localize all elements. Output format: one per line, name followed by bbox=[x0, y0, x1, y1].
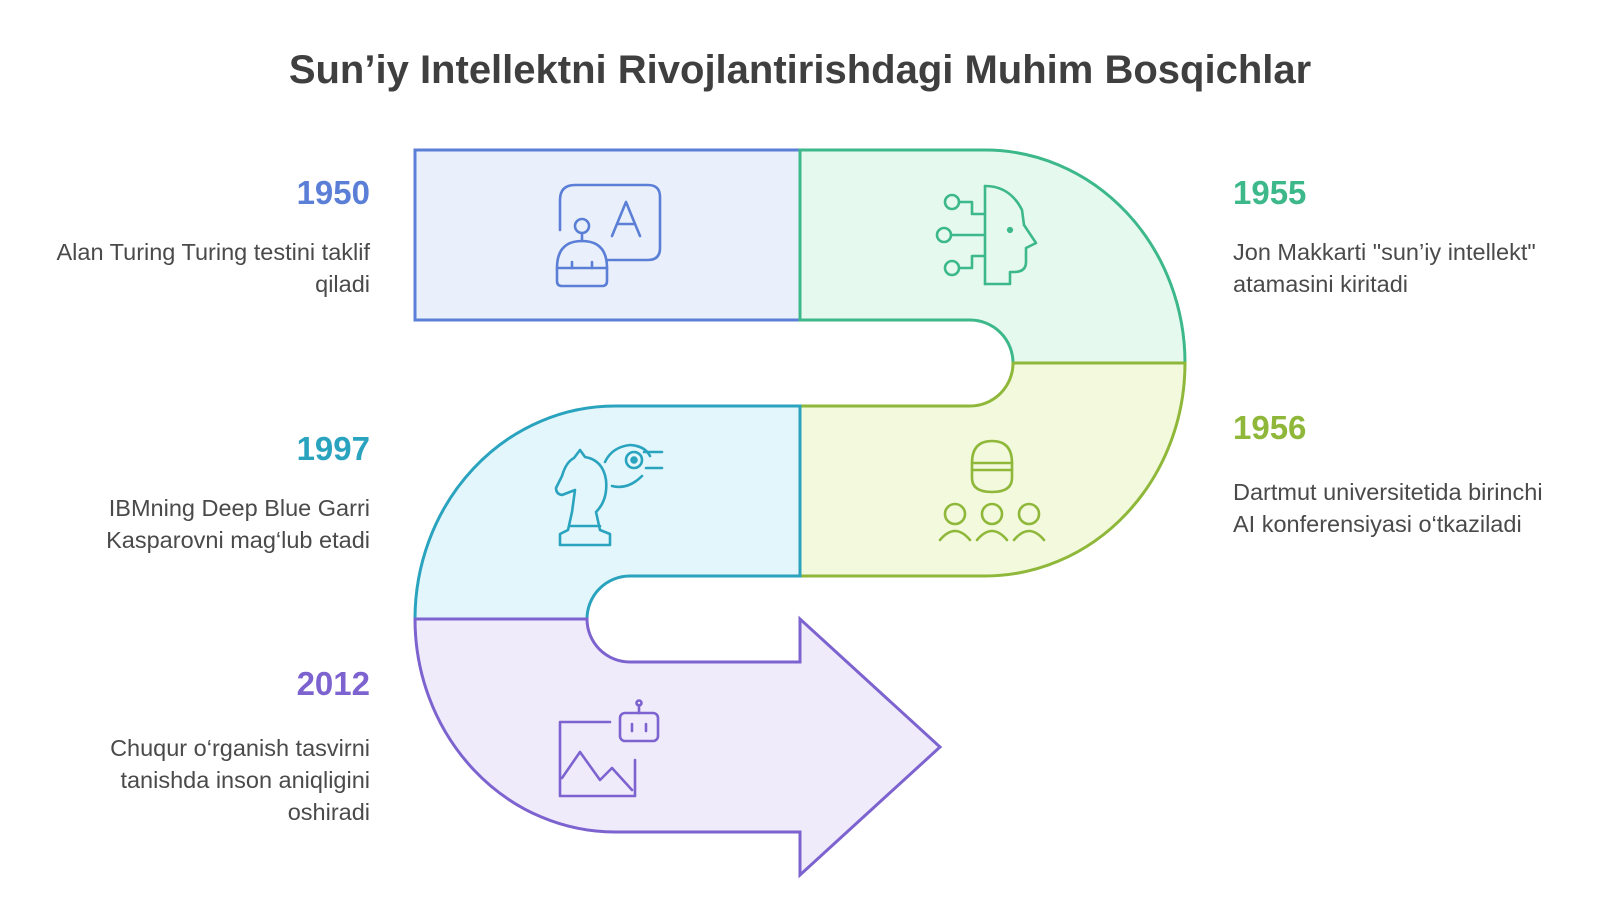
segment-1997-shape bbox=[413, 404, 802, 621]
milestone-1997-text: IBMning Deep Blue Garri Kasparovni mag‘l… bbox=[106, 495, 370, 553]
milestone-1997-year: 1997 bbox=[296, 430, 370, 467]
segment-1955-shape bbox=[798, 148, 1187, 365]
segment-1955 bbox=[798, 148, 1187, 365]
milestone-2012-year: 2012 bbox=[296, 665, 370, 702]
image-recognition-robot-icon bbox=[558, 699, 660, 798]
ai-head-circuit-icon bbox=[935, 184, 1038, 286]
milestone-1950-year: 1950 bbox=[296, 174, 370, 211]
segment-1997 bbox=[413, 404, 802, 621]
segment-1950 bbox=[413, 148, 802, 322]
milestone-1950-text: Alan Turing Turing testini taklif qiladi bbox=[56, 239, 371, 297]
milestone-1956-year: 1956 bbox=[1233, 409, 1307, 446]
milestone-1956-text: Dartmut universitetida birinchi AI konfe… bbox=[1233, 479, 1543, 537]
chess-knight-robot-icon bbox=[554, 443, 664, 547]
robot-letter-a-icon bbox=[555, 183, 662, 288]
segment-2012 bbox=[413, 615, 943, 879]
segment-2012-shape bbox=[413, 615, 943, 879]
segment-1950-shape bbox=[413, 148, 802, 322]
milestone-1955-year: 1955 bbox=[1233, 174, 1307, 211]
page-title: Sun’iy Intellektni Rivojlantirishdagi Mu… bbox=[288, 48, 1312, 92]
milestone-1955-text: Jon Makkarti "sun’iy intellekt" atamasin… bbox=[1233, 239, 1536, 297]
milestone-2012-text: Chuqur o‘rganish tasvirni tanishda inson… bbox=[110, 735, 370, 825]
conference-people-icon bbox=[938, 439, 1046, 542]
